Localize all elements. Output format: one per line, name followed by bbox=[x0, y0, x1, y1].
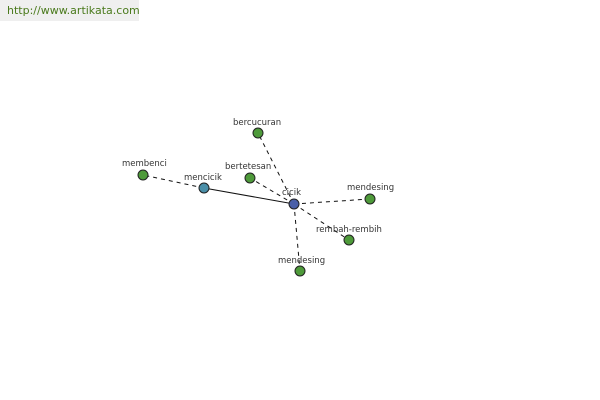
edge-cicik-bertetesan bbox=[249, 177, 295, 205]
node-cicik[interactable] bbox=[288, 198, 300, 210]
node-bercucuran[interactable] bbox=[252, 127, 264, 139]
edge-cicik-rembah-rembih bbox=[293, 203, 350, 241]
edge-cicik-mendesing-bottom bbox=[293, 203, 301, 272]
edge-mencicik-membenci bbox=[142, 174, 205, 189]
node-label-cicik: cicik bbox=[282, 188, 301, 198]
node-label-membenci: membenci bbox=[122, 159, 167, 169]
node-membenci[interactable] bbox=[137, 169, 149, 181]
node-label-mendesing-right: mendesing bbox=[347, 183, 394, 193]
edge-cicik-bercucuran bbox=[257, 132, 295, 205]
node-rembah-rembih[interactable] bbox=[343, 234, 355, 246]
node-label-bercucuran: bercucuran bbox=[233, 118, 281, 128]
url-banner: http://www.artikata.com bbox=[0, 0, 140, 21]
node-mendesing-right[interactable] bbox=[364, 193, 376, 205]
node-label-mencicik: mencicik bbox=[184, 173, 222, 183]
site-url[interactable]: http://www.artikata.com bbox=[7, 4, 140, 17]
edge-cicik-mendesing-right bbox=[293, 198, 371, 205]
node-mendesing-bottom[interactable] bbox=[294, 265, 306, 277]
node-label-mendesing-bottom: mendesing bbox=[278, 256, 325, 266]
node-bertetesan[interactable] bbox=[244, 172, 256, 184]
node-mencicik[interactable] bbox=[198, 182, 210, 194]
node-label-rembah-rembih: rembah-rembih bbox=[316, 225, 382, 235]
edge-cicik-mencicik bbox=[203, 187, 295, 205]
node-label-bertetesan: bertetesan bbox=[225, 162, 271, 172]
